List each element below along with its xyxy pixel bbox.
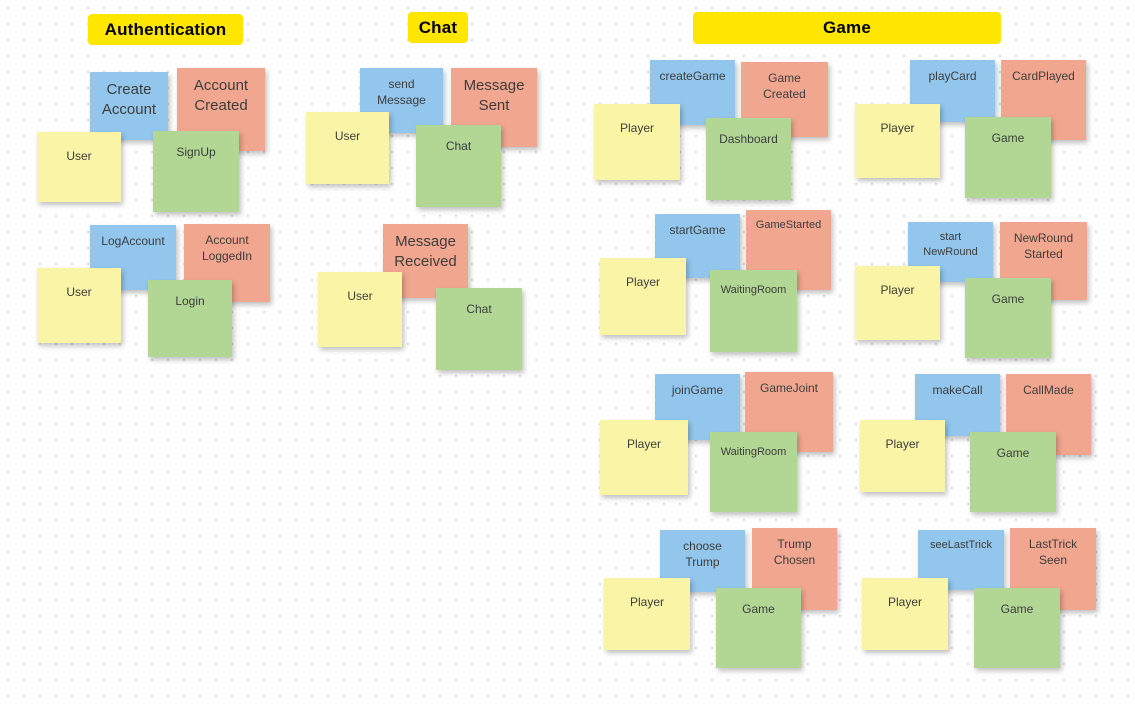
sticky-note-actor-message-received[interactable]: User (318, 272, 402, 347)
sticky-note-actor-make-call[interactable]: Player (860, 420, 945, 492)
group-title-game[interactable]: Game (693, 12, 1001, 44)
sticky-note-aggregate-see-last-trick[interactable]: Game (974, 588, 1060, 668)
sticky-note-aggregate-create-account[interactable]: SignUp (153, 131, 239, 212)
sticky-note-aggregate-message-received[interactable]: Chat (436, 288, 522, 370)
sticky-note-aggregate-start-new-round[interactable]: Game (965, 278, 1051, 358)
sticky-note-command-log-account[interactable]: LogAccount (90, 225, 176, 290)
sticky-note-command-create-account[interactable]: Create Account (90, 72, 168, 140)
group-title-authentication[interactable]: Authentication (88, 14, 243, 45)
sticky-note-actor-start-new-round[interactable]: Player (855, 266, 940, 340)
sticky-note-actor-play-card[interactable]: Player (855, 104, 940, 178)
sticky-note-aggregate-create-game[interactable]: Dashboard (706, 118, 791, 200)
group-title-chat[interactable]: Chat (408, 12, 468, 43)
sticky-note-actor-join-game[interactable]: Player (600, 420, 688, 495)
sticky-note-aggregate-join-game[interactable]: WaitingRoom (710, 432, 797, 512)
sticky-note-actor-choose-trump[interactable]: Player (604, 578, 690, 650)
sticky-note-actor-log-account[interactable]: User (37, 268, 121, 343)
sticky-note-aggregate-start-game[interactable]: WaitingRoom (710, 270, 797, 352)
sticky-note-aggregate-make-call[interactable]: Game (970, 432, 1056, 512)
sticky-note-aggregate-choose-trump[interactable]: Game (716, 588, 801, 668)
sticky-note-actor-create-account[interactable]: User (37, 132, 121, 202)
sticky-note-aggregate-send-message[interactable]: Chat (416, 125, 501, 207)
sticky-note-event-see-last-trick[interactable]: LastTrick Seen (1010, 528, 1096, 610)
sticky-note-aggregate-log-account[interactable]: Login (148, 280, 232, 357)
sticky-note-actor-send-message[interactable]: User (306, 112, 389, 184)
sticky-note-aggregate-play-card[interactable]: Game (965, 117, 1051, 198)
sticky-note-actor-see-last-trick[interactable]: Player (862, 578, 948, 650)
sticky-note-actor-start-game[interactable]: Player (600, 258, 686, 335)
sticky-note-actor-create-game[interactable]: Player (594, 104, 680, 180)
